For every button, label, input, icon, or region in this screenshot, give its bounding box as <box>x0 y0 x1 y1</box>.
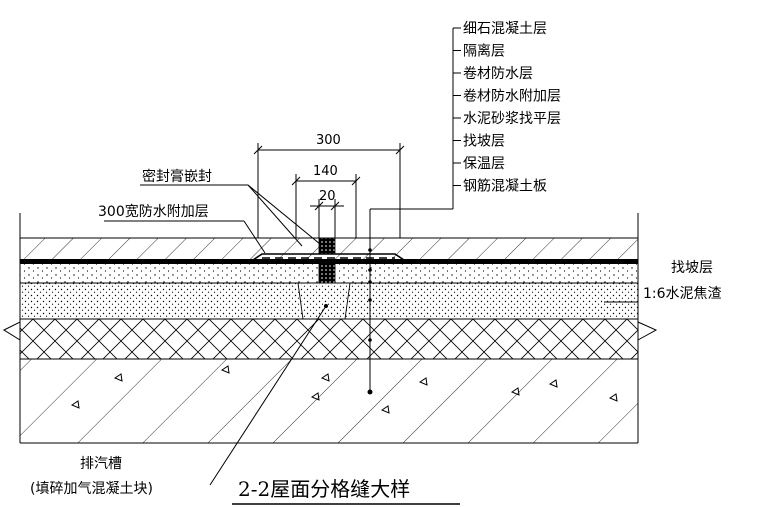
dim-300-label: 300 <box>316 133 341 148</box>
sealant-joint-top <box>318 237 336 255</box>
layer-callout-item: 保温层 <box>463 156 505 172</box>
layer-callout-item: 隔离层 <box>463 43 505 60</box>
dim-140-label: 140 <box>313 164 338 179</box>
dimension-300 <box>253 143 405 238</box>
vent-title: 排汽槽 <box>80 456 122 472</box>
seal-leader <box>140 184 321 247</box>
slope-material: 1:6水泥焦渣 <box>643 286 722 302</box>
sealant-joint-bottom <box>318 263 336 284</box>
vent-groove-fill <box>299 284 349 318</box>
layer-callout-item: 找坡层 <box>463 134 505 150</box>
reinforce-label: 300宽防水附加层 <box>98 203 209 220</box>
slab-layer <box>20 359 638 443</box>
break-mark-left <box>2 321 21 341</box>
insulation-layer <box>20 319 638 359</box>
seal-label: 密封膏嵌封 <box>142 168 212 185</box>
slope-title: 找坡层 <box>671 260 713 276</box>
layer-callout-item: 卷材防水附加层 <box>463 89 561 105</box>
layer-callout-item: 水泥砂浆找平层 <box>463 111 561 127</box>
vent-fill: (填碎加气混凝土块) <box>30 481 153 497</box>
layer-callout-item: 钢筋混凝土板 <box>463 178 547 195</box>
aggregate-marks <box>70 365 618 414</box>
membrane-layer <box>20 259 638 264</box>
layer-callout-item: 细石混凝土层 <box>463 21 547 37</box>
break-mark-right <box>637 321 658 341</box>
reinforce-leader <box>104 220 266 254</box>
dim-20-label: 20 <box>319 189 336 204</box>
vent-leader <box>209 304 328 486</box>
layer-callout-item: 卷材防水层 <box>463 66 533 82</box>
dimension-140 <box>291 174 361 238</box>
dimension-20 <box>310 199 344 238</box>
drawing-title: 2-2屋面分格缝大样 <box>238 477 410 501</box>
